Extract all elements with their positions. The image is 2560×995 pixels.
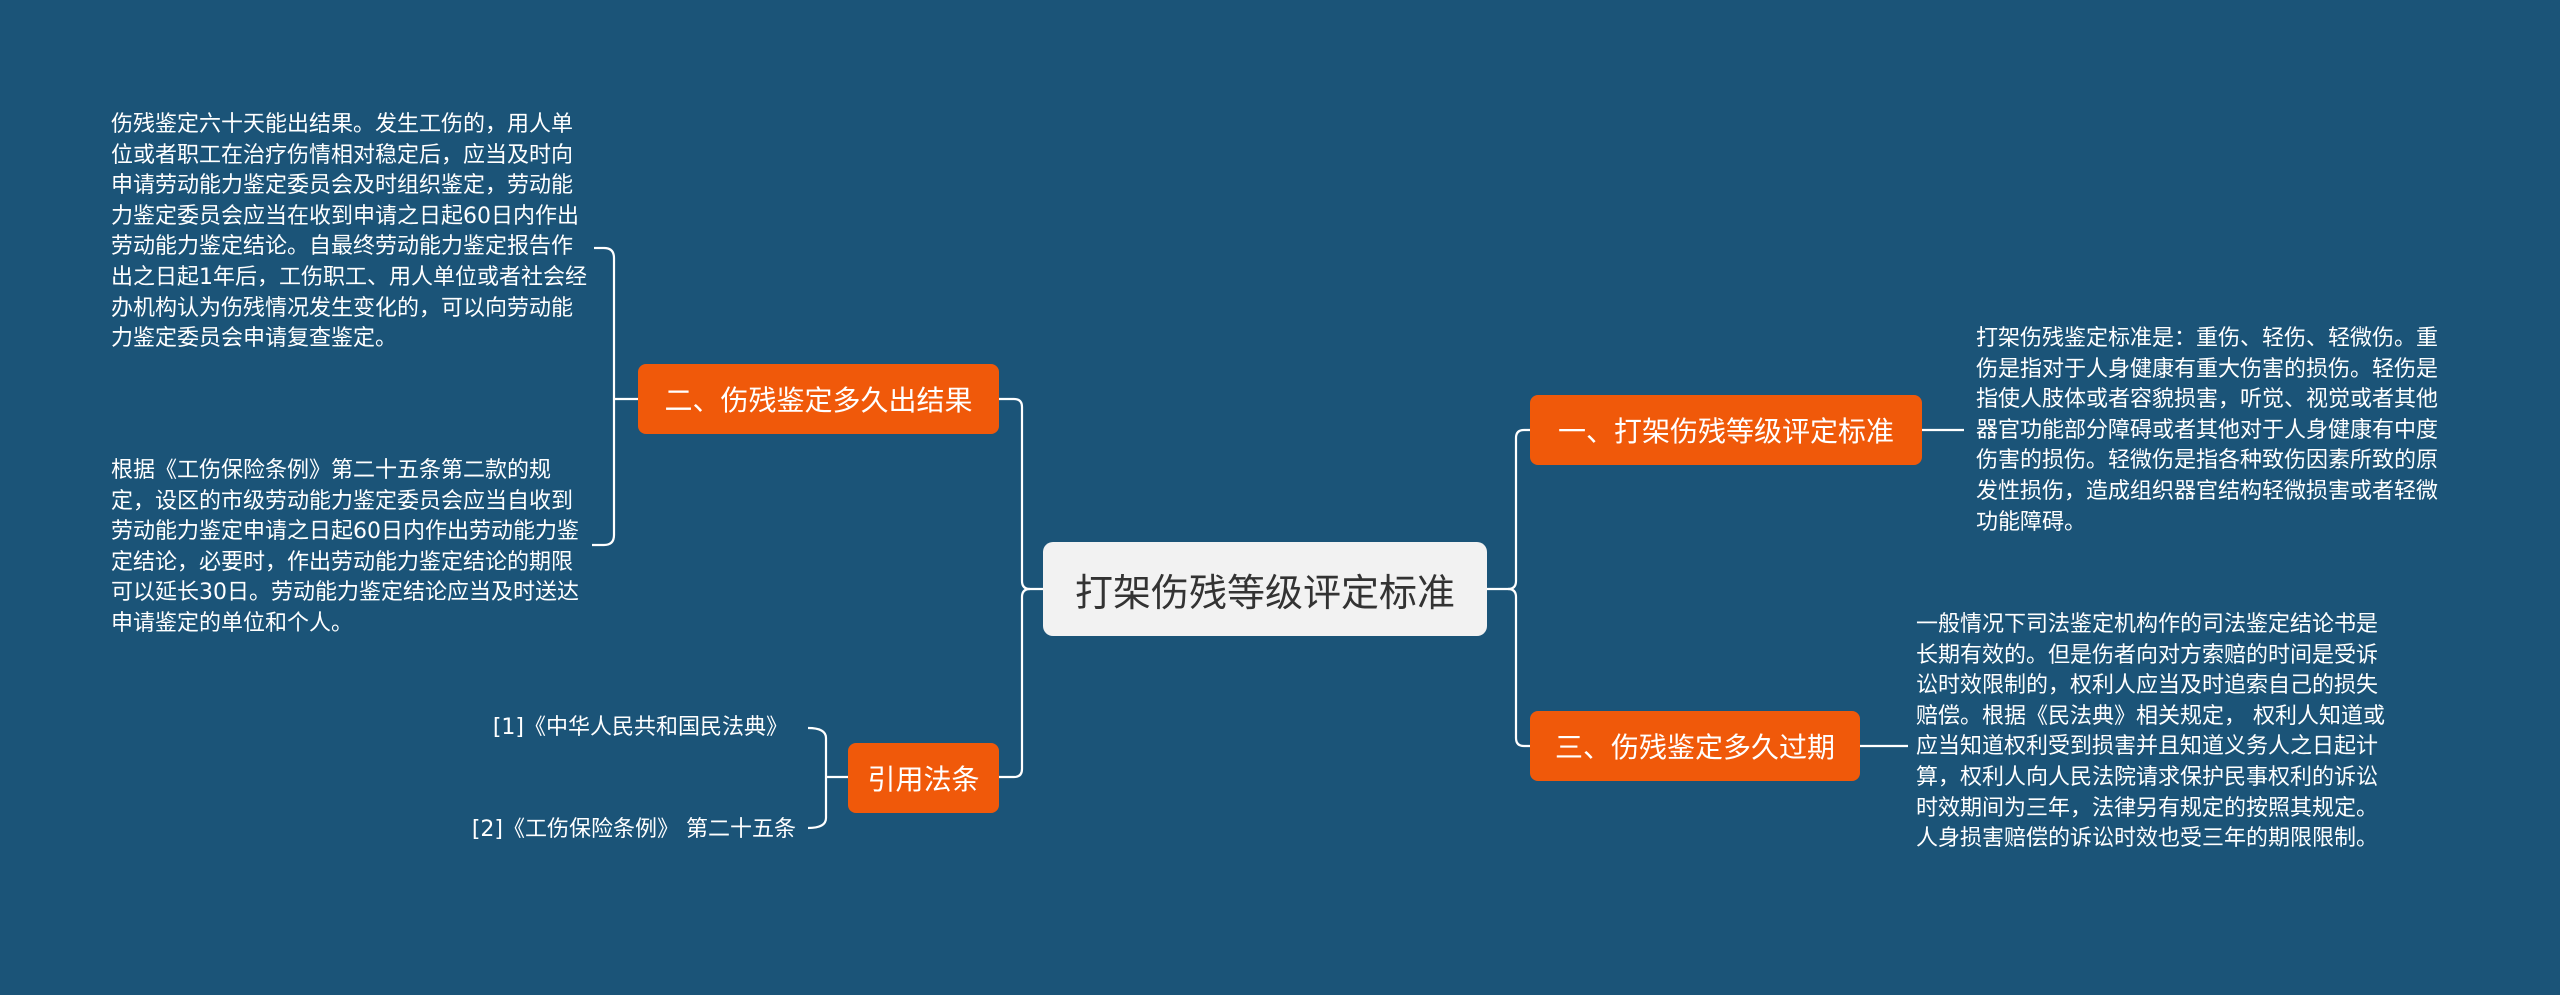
link-b2-bracket bbox=[592, 246, 638, 547]
ref-civil-code[interactable]: [1]《中华人民共和国民法典》 bbox=[492, 715, 788, 740]
branch-appraisal-expiry[interactable]: 三、伤残鉴定多久过期 bbox=[1530, 711, 1860, 781]
link-root-b1 bbox=[1487, 428, 1530, 591]
link-root-b4 bbox=[999, 587, 1031, 779]
link-root-b2 bbox=[999, 397, 1043, 591]
leaf-expiry-text: 一般情况下司法鉴定机构作的司法鉴定结论书是长期有效的。但是伤者向对方索赔的时间是… bbox=[1916, 612, 2385, 852]
leaf-duration-text-1: 伤残鉴定六十天能出结果。发生工伤的，用人单位或者职工在治疗伤情相对稳定后，应当及… bbox=[111, 112, 587, 352]
link-b4-bracket bbox=[807, 726, 848, 830]
leaf-injury-standard-text: 打架伤残鉴定标准是：重伤、轻伤、轻微伤。重伤是指对于人身健康有重大伤害的损伤。轻… bbox=[1976, 326, 2439, 535]
branch-injury-standard[interactable]: 一、打架伤残等级评定标准 bbox=[1530, 395, 1922, 465]
leaf-duration-text-2: 根据《工伤保险条例》第二十五条第二款的规定，设区的市级劳动能力鉴定委员会应当自收… bbox=[111, 458, 579, 636]
link-root-b3 bbox=[1507, 587, 1530, 748]
branch-cited-laws[interactable]: 引用法条 bbox=[848, 743, 999, 813]
root-topic[interactable]: 打架伤残等级评定标准 bbox=[1043, 542, 1487, 636]
branch-appraisal-duration[interactable]: 二、伤残鉴定多久出结果 bbox=[638, 364, 999, 434]
ref-work-injury-regulation[interactable]: [2]《工伤保险条例》 第二十五条 bbox=[471, 817, 796, 842]
